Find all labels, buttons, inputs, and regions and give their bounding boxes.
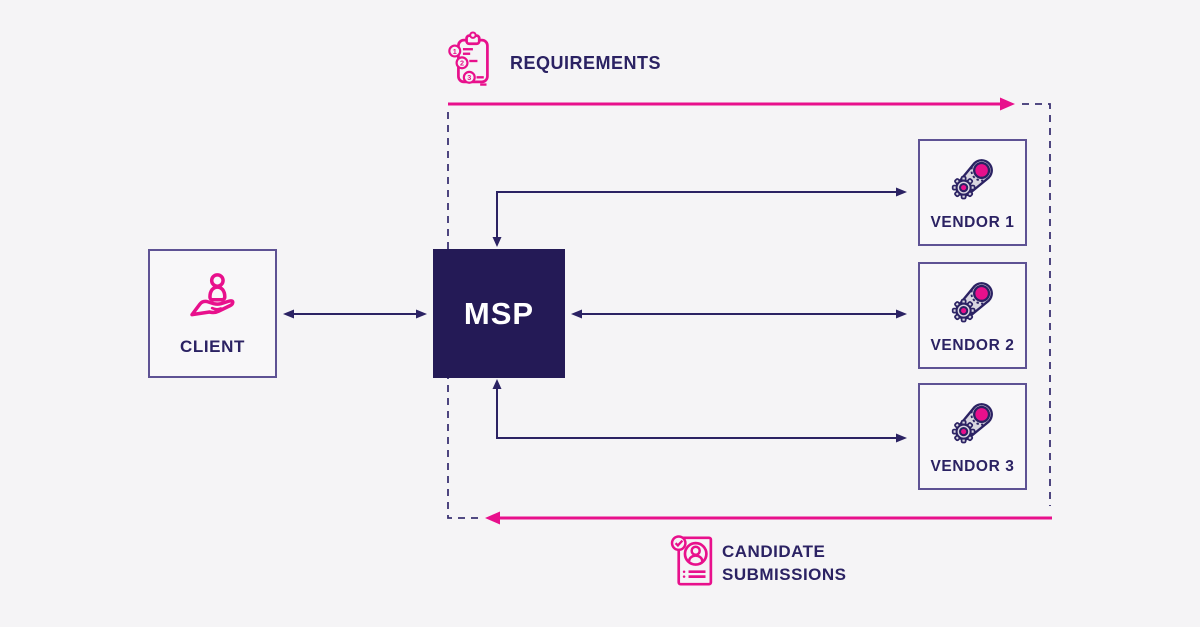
- requirements-arrow: [448, 97, 1015, 111]
- msp-node: MSP: [433, 249, 565, 378]
- msp-vendor3-connector: [492, 379, 907, 443]
- dashed-loop-left: [447, 112, 478, 519]
- vendor-3-node: VENDOR 3: [918, 383, 1027, 490]
- clipboard-checklist-icon: 1 2 3: [443, 30, 501, 97]
- dashed-loop-right: [1022, 103, 1051, 506]
- gears-belt-icon: [948, 398, 998, 453]
- client-label: CLIENT: [180, 337, 245, 356]
- svg-text:2: 2: [460, 59, 464, 68]
- resume-check-icon: [668, 532, 718, 595]
- candidate-submissions-line1: CANDIDATE: [722, 542, 826, 561]
- vendor-1-node: VENDOR 1: [918, 139, 1027, 246]
- candidate-submissions-line2: SUBMISSIONS: [722, 565, 847, 584]
- msp-vendor1-connector: [492, 187, 907, 247]
- candidate-submissions-flow-label: CANDIDATE SUBMISSIONS: [722, 540, 847, 586]
- vendor-1-label: VENDOR 1: [930, 213, 1015, 231]
- gears-belt-icon: [948, 277, 998, 332]
- svg-text:3: 3: [467, 73, 471, 82]
- person-in-hand-icon: [185, 270, 241, 331]
- client-node: CLIENT: [148, 249, 277, 378]
- msp-label: MSP: [463, 295, 535, 331]
- vendor-3-label: VENDOR 3: [930, 457, 1015, 475]
- requirements-flow-label: REQUIREMENTS: [510, 53, 662, 73]
- gears-belt-icon: [948, 154, 998, 209]
- candidate-submissions-arrow: [485, 511, 1052, 525]
- client-msp-arrow: [283, 309, 427, 319]
- msp-vendor2-arrow: [571, 309, 907, 319]
- vendor-2-node: VENDOR 2: [918, 262, 1027, 369]
- svg-text:1: 1: [453, 47, 457, 56]
- vendor-2-label: VENDOR 2: [930, 336, 1015, 354]
